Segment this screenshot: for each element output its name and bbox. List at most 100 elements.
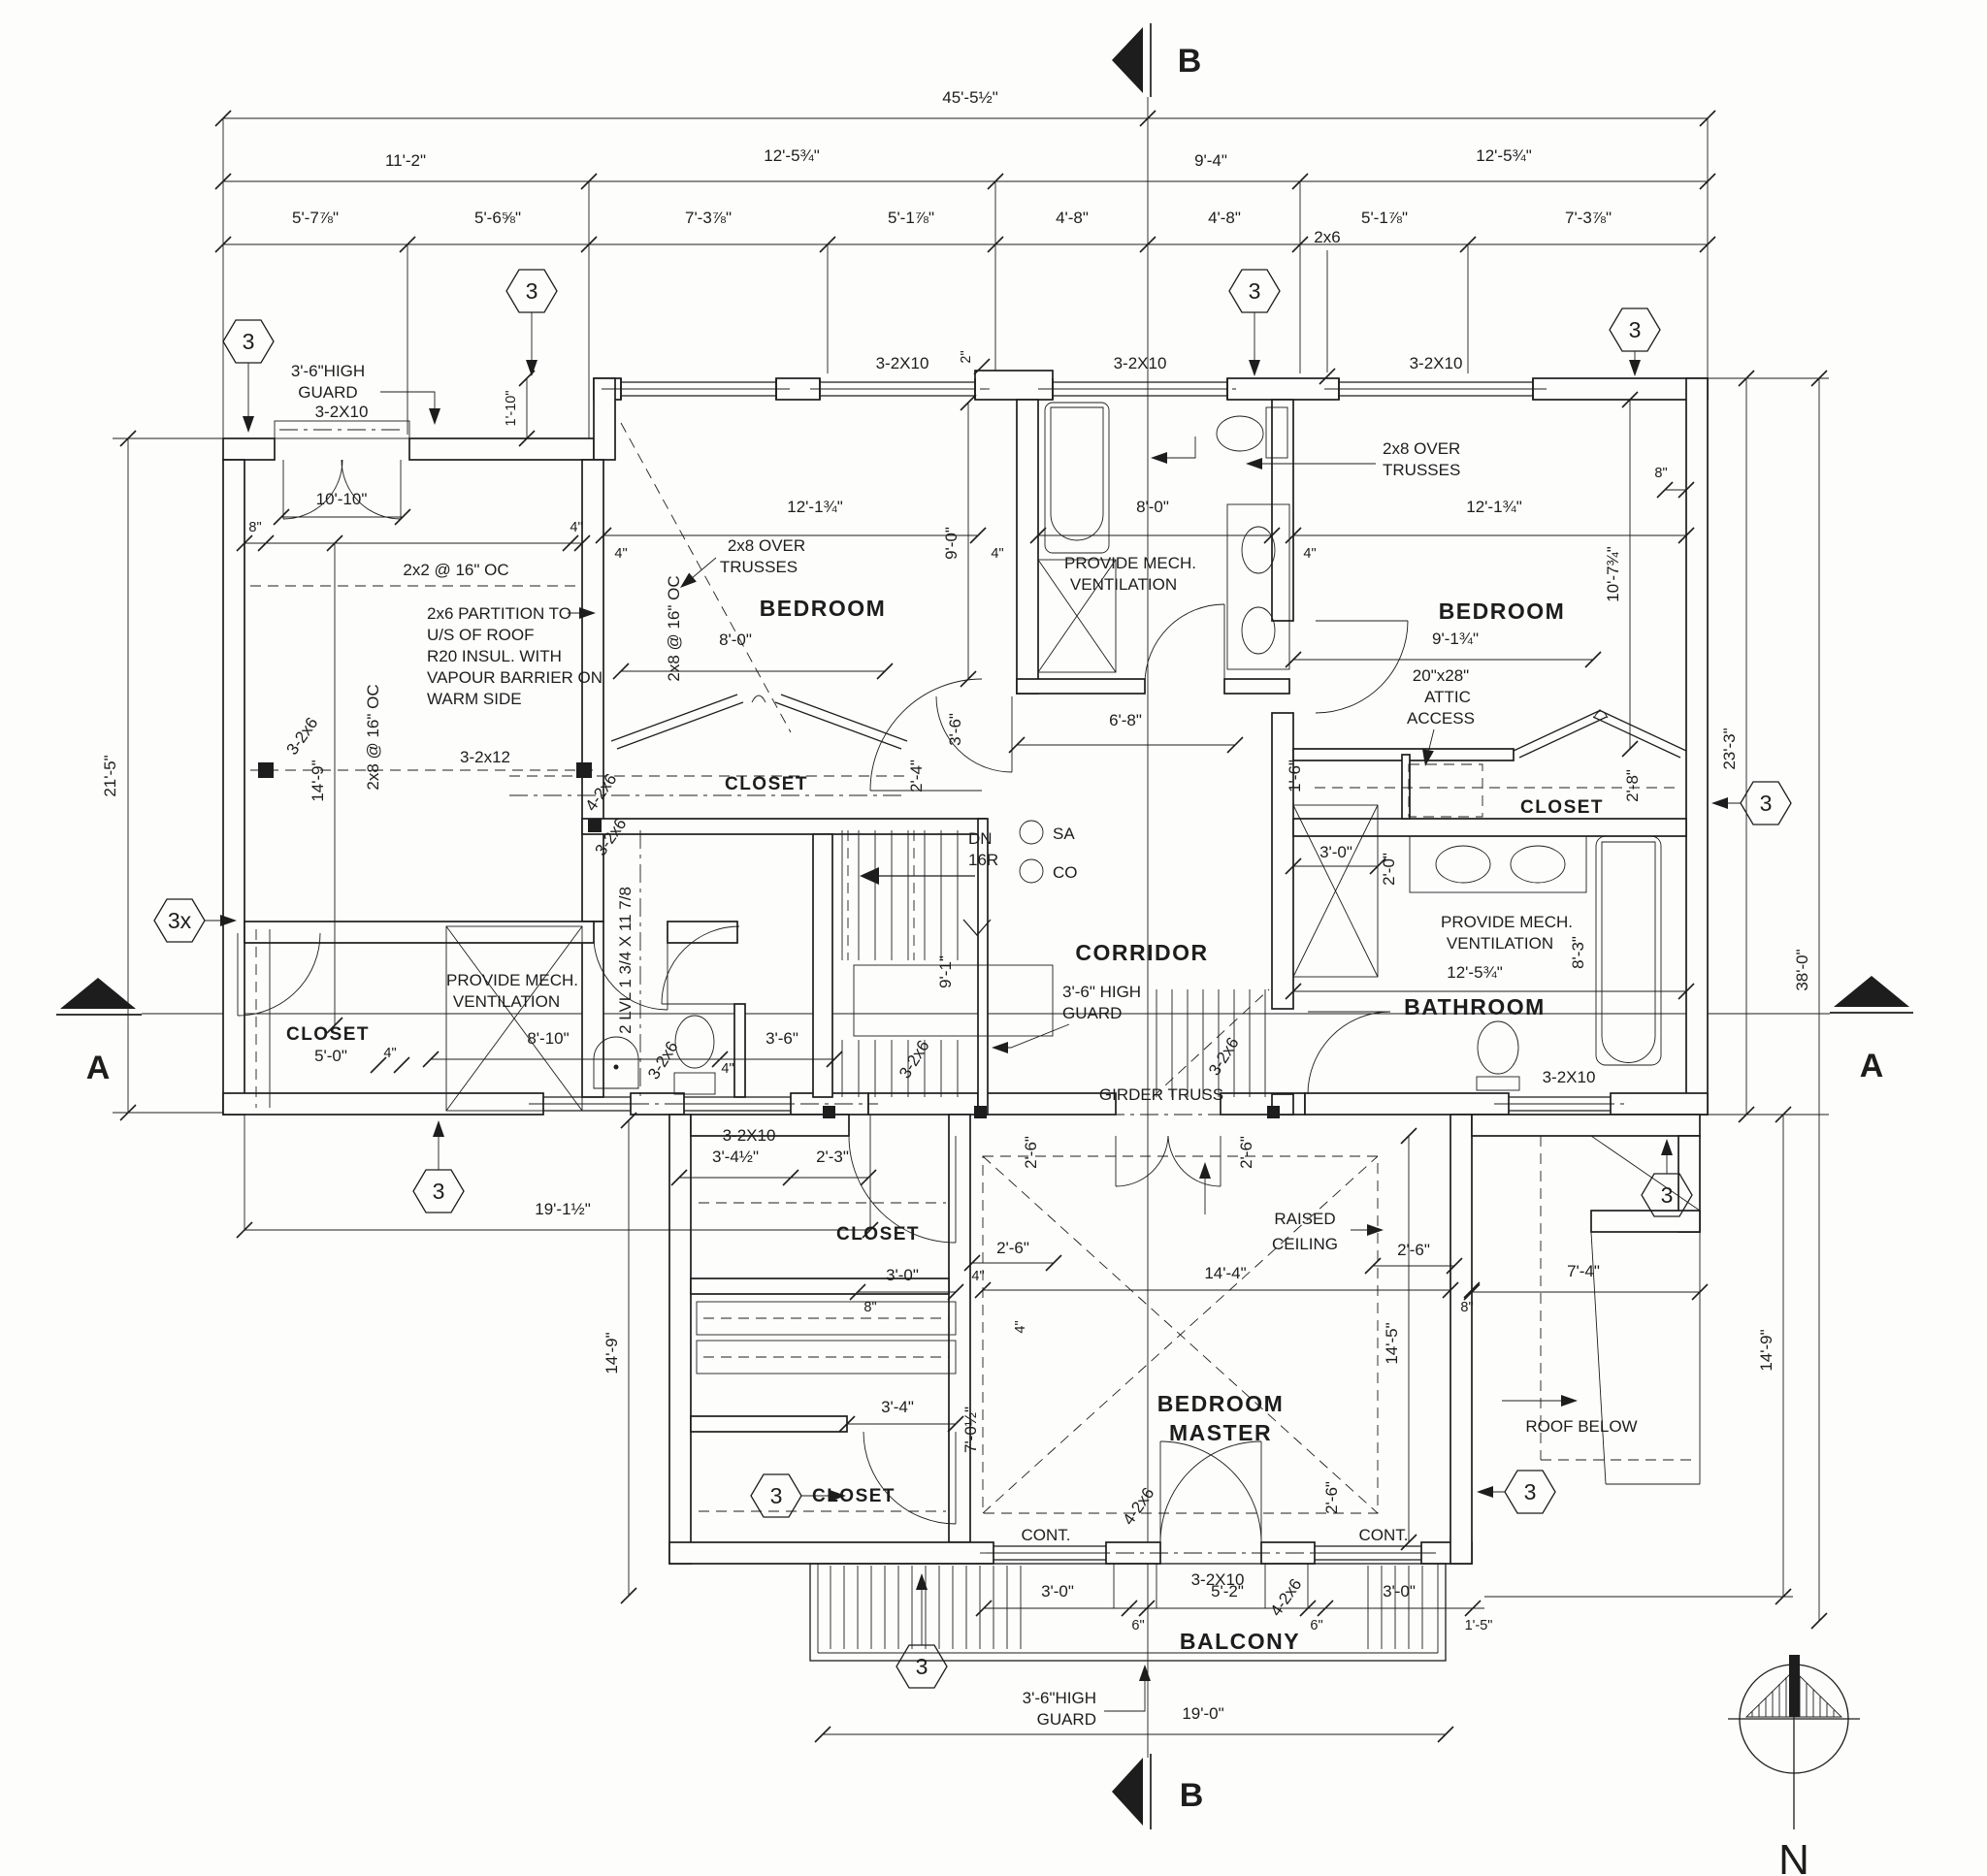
dim-right-upper: 23'-3" [1720,728,1739,769]
dim-balc-26: 2'-6" [1322,1481,1341,1514]
label-3-2x10-w2: 3-2X10 [876,354,929,372]
dim-chase-20: 2'-0" [1380,853,1398,886]
dim-chase-30: 3'-0" [1319,843,1352,861]
dim-bed2-depth: 10'-7¾" [1604,546,1622,601]
attic-access [1408,763,1483,818]
powder-door [661,925,740,1005]
bed1-truss-2: TRUSSES [720,558,798,576]
top-dimension-chain: 45'-5½" 11'-2" 12'-5¾" 9'-4" 12'-5¾" 5'-… [214,88,1716,460]
dim-bed2-width: 12'-1¾" [1466,498,1521,516]
window-bathroom [1509,1096,1611,1112]
section-b-top-label: B [1178,43,1202,80]
dim-bath-width: 8'-0" [1136,498,1169,516]
dim-closet-24: 2'-4" [907,760,926,792]
key3-master-right: 3 [1477,1470,1556,1514]
bedroom1-closet-bifold [610,694,908,750]
raised-ceiling-1: RAISED [1274,1210,1335,1228]
dim-balcony-width: 19'-0" [1182,1704,1223,1723]
dim-balc-52: 5'-2" [1211,1582,1244,1601]
note-2x8-16oc-wing: 2x8 @ 16" OC [364,684,382,790]
dim-entry-door: 10'-10" [316,490,368,508]
corridor-label: CORRIDOR [1075,940,1208,965]
master-label-2: MASTER [1169,1420,1272,1445]
key3-top-right: 3 [1228,269,1281,376]
dim-master-width: 14'-4" [1204,1264,1246,1282]
dim-right-wall8: 8" [1654,466,1667,481]
dim-top-r3-6: 4'-8" [1208,209,1241,227]
dim-balc-15: 1'-5" [1465,1618,1493,1633]
dim-top-r2-3: 9'-4" [1194,151,1227,170]
dim-balc-6l: 6" [1131,1618,1144,1633]
toilet-bathroom [1476,1020,1520,1091]
dim-stair-36: 3'-6" [765,1029,798,1048]
dim-corridor-68: 6'-8" [1109,711,1142,729]
dim-master-26b: 2'-6" [1397,1241,1430,1259]
dim-tub-83: 8'-3" [1569,936,1587,969]
balc-guard-2: GUARD [1037,1710,1096,1729]
dim-bed1-8ft: 8'-0" [719,631,752,649]
key3-entry: 3 [222,319,275,433]
dim-top-r2-1: 11'-2" [385,151,426,170]
wing-mech-1: PROVIDE MECH. [446,971,578,989]
left-wing-annotations: 3'-6"HIGH GUARD 3-2X10 1'-10" 10'-10" 2x… [273,362,635,1074]
dim-hall-810: 8'-10" [527,1029,569,1048]
tub-top [1044,402,1110,554]
dim-overall-width: 45'-5½" [942,88,997,107]
label-lvl-beam: 2 LVL 1 3/4 X 11 7/8 [616,887,635,1034]
dim-bed1-door36: 3'-6" [946,713,964,746]
note-guard: GUARD [298,383,357,402]
wing-closet-label: CLOSET [286,1024,370,1045]
smoke-alarm-label: SA [1053,825,1075,843]
label-header-3-2x10: 3-2X10 [315,403,369,421]
key3-master-left: 3 [750,1473,846,1518]
key3-right-top: 3 [1609,307,1661,376]
dim-girder-26a: 2'-6" [1022,1136,1040,1169]
top-bath-annotations: 2" 2x6 3-2X10 3-2X10 3-2X10 8'-0" PROVID… [876,228,1463,594]
label-3-2x6-stair-b: 3-2x6 [1205,1034,1243,1079]
bath-top-door [1144,603,1225,685]
balcony-deck-hatch [830,1566,1423,1649]
mech-box-wing [445,925,583,1112]
label-3-2x6-hall: 3-2x6 [644,1038,682,1083]
bed1-truss-1: 2x8 OVER [728,536,805,555]
framing-lines [250,422,1701,1514]
linen-chase [1292,804,1379,978]
section-line-b: B B [1112,23,1203,1829]
note-2x8-16oc-bed1: 2x8 @ 16" OC [665,575,683,681]
attic-note-2: ATTIC [1424,688,1471,706]
dim-closet2-door: 3'-4" [881,1398,914,1416]
toilet-top [1216,406,1288,459]
corr-guard-1: 3'-6" HIGH [1062,983,1141,1001]
sink-powder [593,1036,639,1089]
dim-master-left-height: 14'-9" [603,1332,621,1374]
dim-bed1-4b: 4" [991,546,1003,562]
corr-guard-2: GUARD [1062,1004,1122,1022]
dim-closet1-4: 4" [971,1269,984,1284]
dim-jog-2: 2" [959,350,974,363]
svg-text:3: 3 [526,278,538,304]
label-3-2x10-stairwin: 3-2X10 [723,1126,776,1145]
dim-345: 3'-4½" [712,1148,759,1166]
section-a-right-label: A [1860,1048,1884,1084]
wing-closet-door [237,932,321,1017]
balcony [809,1563,1447,1662]
dim-right-lower: 14'-9" [1757,1329,1775,1371]
svg-text:3: 3 [1760,791,1773,816]
balcony-double-door [1159,1440,1262,1543]
svg-text:3: 3 [916,1654,928,1679]
label-3-2x12: 3-2x12 [460,748,510,766]
closet1-door [848,1135,957,1244]
dim-girder-26b: 2'-6" [1237,1136,1255,1169]
dim-top-r2-2: 12'-5¾" [764,146,819,165]
roof-below-outline [1540,1136,1701,1485]
girder-truss-label: GIRDER TRUSS [1099,1085,1223,1104]
roof-below-label: ROOF BELOW [1525,1417,1637,1436]
label-3-2x10-balcony: 3-2X10 [1191,1570,1245,1589]
balcony-annotations: CONT. 3'-0" 6" 5'-2" 6" 3'-0" 1'-5" BALC… [814,1582,1493,1743]
dim-wing-height: 14'-9" [309,760,327,801]
mech-chase-top [1037,559,1117,673]
bathroom-mech-1: PROVIDE MECH. [1441,913,1573,931]
bedroom2-label: BEDROOM [1439,598,1566,624]
vanity-bathroom [1409,835,1587,893]
